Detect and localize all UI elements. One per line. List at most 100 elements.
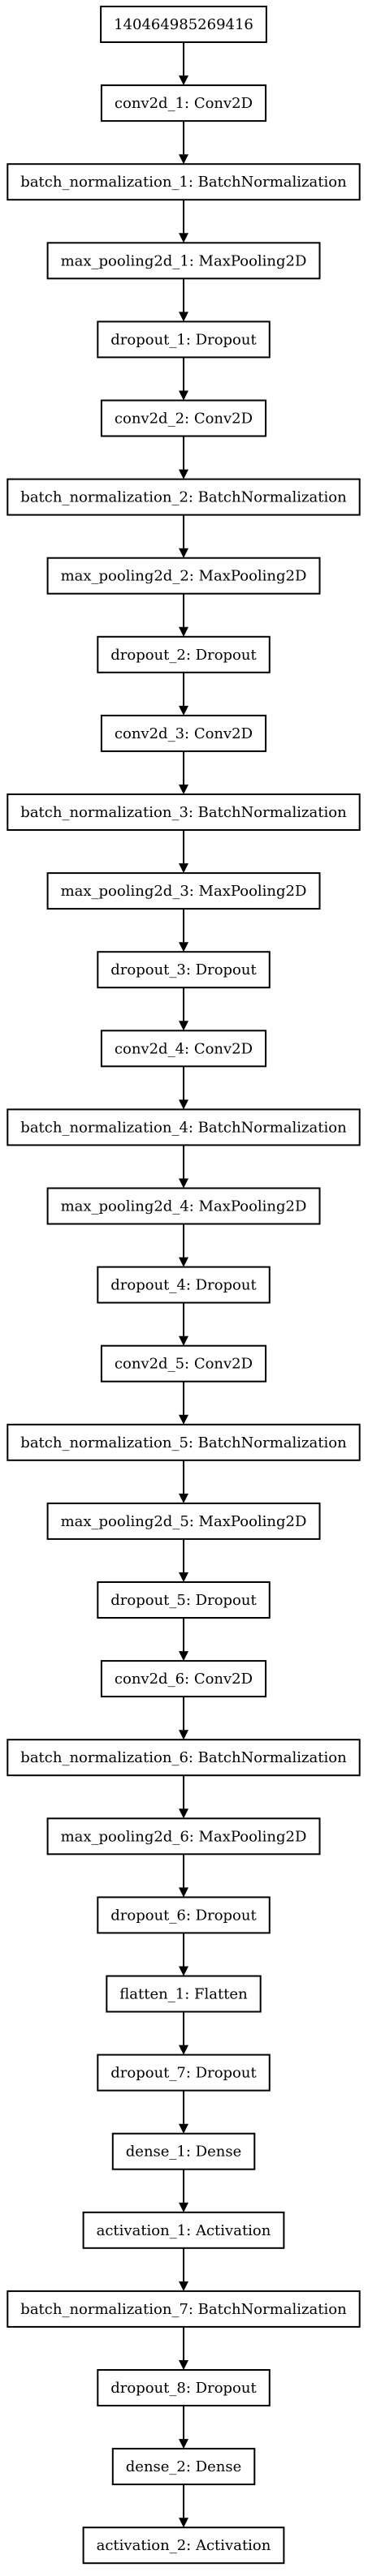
- edge-bn_5-to-mp_5: [179, 1460, 188, 1503]
- node-do_7: dropout_7: Dropout: [97, 2053, 271, 2092]
- node-conv2d_5: conv2d_5: Conv2D: [100, 1344, 267, 1383]
- node-do_5: dropout_5: Dropout: [97, 1581, 271, 1619]
- node-label: conv2d_1: Conv2D: [115, 95, 253, 112]
- node-label: max_pooling2d_2: MaxPooling2D: [61, 568, 307, 585]
- node-bn_5: batch_normalization_5: BatchNormalizatio…: [6, 1423, 361, 1461]
- arrowhead-icon: [179, 233, 188, 243]
- node-box: [6, 1423, 361, 1461]
- node-box: [6, 1739, 361, 1777]
- edge-do_1-to-conv2d_2: [179, 357, 188, 401]
- node-conv2d_6: conv2d_6: Conv2D: [100, 1660, 267, 1698]
- edges-layer: [179, 42, 188, 2528]
- node-box: [97, 635, 271, 673]
- nodes-layer: 140464985269416 conv2d_1: Conv2D batch_nor…: [6, 6, 361, 2565]
- node-label: dropout_6: Dropout: [110, 1907, 257, 1924]
- node-box: [100, 6, 267, 43]
- node-box: [6, 478, 361, 516]
- node-box: [46, 1817, 321, 1856]
- node-label: max_pooling2d_3: MaxPooling2D: [61, 883, 307, 900]
- node-label: dropout_5: Dropout: [110, 1592, 257, 1609]
- node-label: conv2d_3: Conv2D: [115, 725, 253, 742]
- node-box: [97, 1581, 271, 1619]
- edge-do_4-to-conv2d_5: [179, 1302, 188, 1346]
- node-label: conv2d_4: Conv2D: [115, 1040, 253, 1057]
- node-conv2d_1: conv2d_1: Conv2D: [100, 84, 267, 123]
- node-box: [111, 2132, 256, 2170]
- arrowhead-icon: [179, 1414, 188, 1425]
- node-label: batch_normalization_3: BatchNormalizatio…: [20, 804, 347, 821]
- node-label: 140464985269416: [114, 16, 253, 33]
- node-label: conv2d_6: Conv2D: [115, 1671, 253, 1688]
- node-label: batch_normalization_5: BatchNormalizatio…: [20, 1434, 347, 1451]
- node-box: [97, 1266, 271, 1304]
- node-conv2d_4: conv2d_4: Conv2D: [100, 1030, 267, 1068]
- node-box: [100, 1344, 267, 1383]
- node-bn_7: batch_normalization_7: BatchNormalizatio…: [6, 2290, 361, 2328]
- node-bn_1: batch_normalization_1: BatchNormalizatio…: [6, 163, 361, 201]
- arrowhead-icon: [179, 1257, 188, 1267]
- node-label: dropout_7: Dropout: [110, 2065, 257, 2082]
- edge-bn_1-to-mp_1: [179, 200, 188, 243]
- arrowhead-icon: [179, 942, 188, 953]
- edge-conv2d_3-to-bn_3: [179, 750, 188, 794]
- edge-mp_1-to-do_1: [179, 278, 188, 322]
- node-box: [100, 1660, 267, 1698]
- edge-bn_2-to-mp_2: [179, 514, 188, 558]
- node-input: 140464985269416: [100, 6, 267, 43]
- node-box: [100, 714, 267, 752]
- arrowhead-icon: [179, 1493, 188, 1503]
- arrowhead-icon: [179, 1730, 188, 1740]
- node-conv2d_3: conv2d_3: Conv2D: [100, 714, 267, 752]
- node-flatten_1: flatten_1: Flatten: [106, 1975, 262, 2013]
- node-do_3: dropout_3: Dropout: [97, 951, 271, 989]
- edge-input-to-conv2d_1: [179, 42, 188, 86]
- arrowhead-icon: [179, 2123, 188, 2134]
- node-label: activation_1: Activation: [97, 2222, 271, 2239]
- arrowhead-icon: [179, 1099, 188, 1110]
- arrowhead-icon: [179, 469, 188, 480]
- node-act_1: activation_1: Activation: [82, 2211, 285, 2249]
- node-bn_6: batch_normalization_6: BatchNormalizatio…: [6, 1739, 361, 1777]
- node-do_4: dropout_4: Dropout: [97, 1266, 271, 1304]
- arrowhead-icon: [179, 1651, 188, 1662]
- edge-mp_5-to-do_5: [179, 1538, 188, 1582]
- edge-mp_4-to-do_4: [179, 1223, 188, 1267]
- edge-act_1-to-bn_7: [179, 2247, 188, 2291]
- node-do_1: dropout_1: Dropout: [97, 320, 271, 359]
- node-label: flatten_1: Flatten: [119, 1986, 248, 2003]
- node-conv2d_2: conv2d_2: Conv2D: [100, 399, 267, 437]
- edge-flatten_1-to-do_7: [179, 2011, 188, 2055]
- node-box: [46, 557, 321, 595]
- edge-conv2d_1-to-bn_1: [179, 121, 188, 165]
- arrowhead-icon: [179, 1178, 188, 1189]
- arrowhead-icon: [179, 863, 188, 874]
- node-box: [82, 2211, 285, 2249]
- edge-do_2-to-conv2d_3: [179, 672, 188, 716]
- node-dense_2: dense_2: Dense: [111, 2448, 256, 2486]
- node-box: [97, 320, 271, 359]
- arrowhead-icon: [179, 154, 188, 165]
- edge-dense_1-to-act_1: [179, 2169, 188, 2213]
- node-label: dropout_2: Dropout: [110, 647, 257, 664]
- node-box: [100, 1030, 267, 1068]
- arrowhead-icon: [179, 390, 188, 401]
- node-box: [6, 1108, 361, 1146]
- node-box: [46, 242, 321, 280]
- arrowhead-icon: [179, 2045, 188, 2055]
- node-bn_2: batch_normalization_2: BatchNormalizatio…: [6, 478, 361, 516]
- arrowhead-icon: [179, 2281, 188, 2291]
- node-box: [100, 399, 267, 437]
- node-mp_2: max_pooling2d_2: MaxPooling2D: [46, 557, 321, 595]
- edge-bn_6-to-mp_6: [179, 1775, 188, 1819]
- edge-do_7-to-dense_1: [179, 2090, 188, 2134]
- edge-dense_2-to-act_2: [179, 2484, 188, 2528]
- node-label: batch_normalization_6: BatchNormalizatio…: [20, 1749, 347, 1766]
- node-label: dense_2: Dense: [126, 2458, 241, 2475]
- arrowhead-icon: [179, 1021, 188, 1031]
- node-box: [46, 872, 321, 910]
- arrowhead-icon: [179, 2518, 188, 2528]
- node-mp_3: max_pooling2d_3: MaxPooling2D: [46, 872, 321, 910]
- node-box: [111, 2448, 256, 2486]
